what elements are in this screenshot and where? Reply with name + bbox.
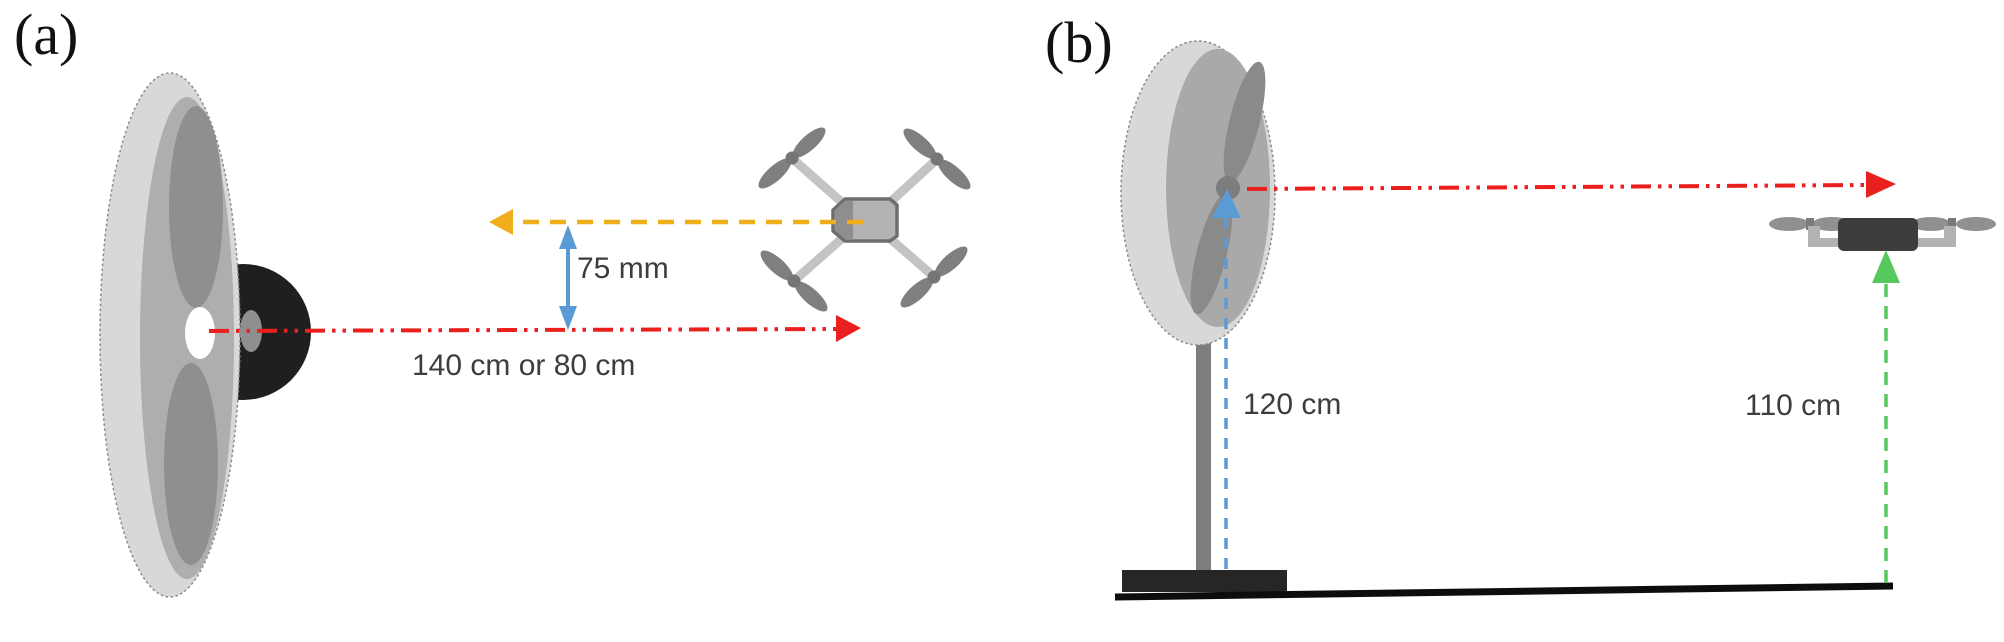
drone-height-arrow [1872, 250, 1900, 584]
gear-skid [1910, 238, 1956, 247]
quadcopter-side-icon [1769, 217, 1996, 251]
arrowhead-right-icon [1866, 171, 1896, 198]
propeller-icon [903, 128, 971, 190]
fan-height-label: 120 cm [1243, 388, 1342, 421]
arrowhead-up-icon [559, 225, 577, 249]
fan-blades [1190, 61, 1266, 315]
drone-arm [882, 157, 939, 210]
fan-shaft [240, 310, 262, 352]
drone-nose-cap [835, 201, 853, 240]
panel-b-label: (b) [1045, 10, 1113, 75]
propeller-blade [1769, 217, 1809, 231]
arrowhead-up-icon [1872, 250, 1900, 283]
fan-axis-line [1246, 183, 1867, 191]
panel-a [99, 72, 971, 598]
fan-blade-top [1223, 61, 1266, 183]
quadcopter-top-icon [758, 127, 971, 312]
fan-blade-bottom [164, 363, 218, 565]
panel-a-label: (a) [14, 2, 79, 67]
drone-arm [883, 231, 935, 279]
propeller-blade [1956, 217, 1996, 231]
pedestal-fan-icon [1120, 40, 1287, 592]
fan-blade-bottom [1190, 193, 1233, 315]
arrowhead-left-icon [489, 209, 513, 235]
distance-dimension-label: 140 cm or 80 cm [412, 349, 636, 382]
fan-axis-arrow-a [208, 315, 861, 342]
drone-landing-gear [1808, 226, 1956, 247]
drone-body [1838, 218, 1918, 251]
fan-hub [1216, 176, 1240, 200]
vertical-offset-arrow-a [559, 225, 577, 330]
gear-skid [1808, 238, 1854, 247]
arrowhead-up-icon [1212, 189, 1241, 218]
panel-b [1114, 40, 1996, 601]
motor-post [1948, 218, 1956, 230]
drone-arm [793, 231, 849, 283]
drone-arm [791, 156, 849, 210]
motor-post [1806, 218, 1814, 230]
fan-axis-line [208, 327, 837, 333]
fan-height-arrow [1212, 189, 1241, 576]
propeller-icon [758, 127, 826, 189]
fan-base [1122, 570, 1287, 592]
fan-axis-arrow-b [1246, 171, 1896, 198]
arrowhead-right-icon [836, 315, 861, 342]
drone-propellers [758, 127, 971, 312]
drone-arms [791, 156, 939, 283]
propeller-icon [760, 250, 828, 312]
propeller-icon [900, 246, 968, 308]
fan-front-icon [99, 72, 262, 598]
arrowhead-down-icon [559, 306, 577, 330]
drone-axis-arrow-a [489, 209, 863, 235]
offset-dimension-label: 75 mm [577, 252, 669, 285]
fan-hub [185, 307, 215, 359]
ground-line [1114, 582, 1894, 601]
fan-blade-top [169, 106, 223, 308]
fan-pole [1196, 338, 1211, 574]
drone-height-label: 110 cm [1745, 389, 1842, 422]
propeller-blade [1911, 217, 1951, 231]
